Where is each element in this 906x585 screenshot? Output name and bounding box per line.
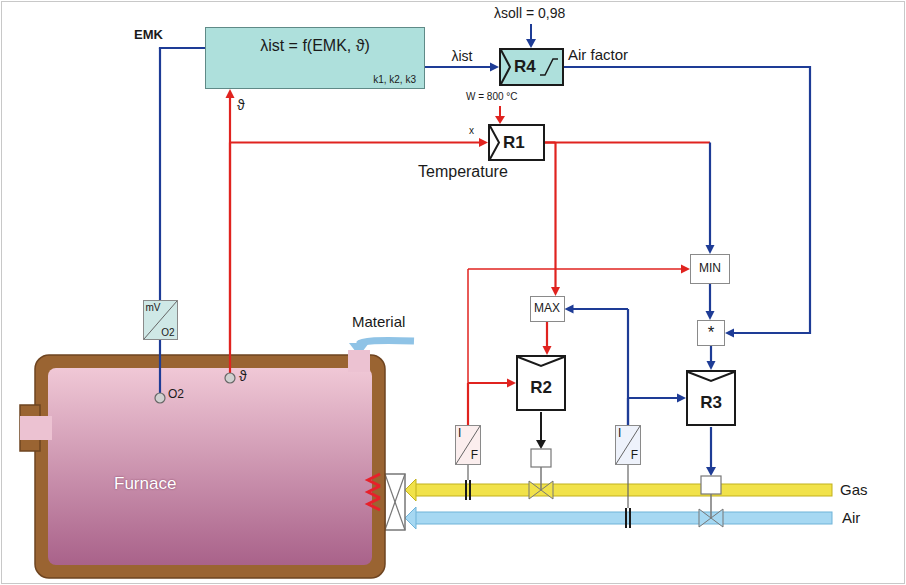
signal-line <box>565 305 629 426</box>
controller-box: R1 <box>488 124 545 161</box>
signal-line <box>160 340 161 350</box>
min-selector: MIN <box>690 254 730 284</box>
signal-name: Air factor <box>568 46 628 63</box>
formula-text: λist = f(EMK, ϑ) <box>260 37 370 55</box>
setpoint-label: W = 800 °C <box>466 91 518 103</box>
air-flow-orifice <box>626 465 630 528</box>
air-valve <box>699 427 723 527</box>
converter-symbol: O2 <box>161 327 174 339</box>
converter-symbol: mV <box>146 302 161 314</box>
signal-line <box>564 67 810 338</box>
controller-name: R1 <box>503 133 525 153</box>
gas-valve <box>529 412 553 499</box>
medium-label: Air <box>842 509 860 526</box>
burner <box>385 474 405 530</box>
signal-name: λist <box>452 48 473 64</box>
formula-text: k1, k2, k3 <box>373 74 416 86</box>
gas-flow-orifice <box>466 465 470 500</box>
sensor-label: ϑ <box>239 368 247 384</box>
loop-name: Temperature <box>418 163 508 181</box>
signal-name: ϑ <box>237 97 245 113</box>
converter-symbol: F <box>471 449 478 463</box>
max-selector: MAX <box>530 296 565 322</box>
function-name: MAX <box>534 302 560 316</box>
converter-symbol: I <box>618 427 621 441</box>
transmitter-box: mV O2 <box>143 300 178 340</box>
sensor-label: O2 <box>168 388 184 402</box>
medium-label: Gas <box>840 481 868 498</box>
furnace-name: Furnace <box>114 474 176 494</box>
furnace-outline <box>18 350 388 580</box>
gas-pipe <box>405 479 832 501</box>
controller-box: R2 <box>516 355 566 411</box>
operator-sign: * <box>708 323 715 343</box>
signal-line <box>226 89 235 350</box>
signal-line <box>468 379 516 426</box>
furnace: Furnace <box>18 350 388 580</box>
signal-name: EMK <box>134 28 163 43</box>
controller-name: R3 <box>700 393 722 413</box>
setpoint-label: λsoll = 0,98 <box>494 5 565 21</box>
controller-name: R2 <box>530 378 552 398</box>
material-label: Material <box>352 313 405 330</box>
setpoint-arrow <box>526 24 536 48</box>
signal-line <box>707 346 716 370</box>
signal-line <box>706 284 715 320</box>
signal-line <box>160 48 205 300</box>
converter-box: IF <box>455 425 481 465</box>
material-feed-arrow <box>349 340 414 356</box>
controller-box: R4 <box>499 48 564 86</box>
controller-name: R4 <box>514 57 536 77</box>
signal-line <box>628 394 686 426</box>
converter-symbol: F <box>631 449 638 463</box>
controller-box: R3 <box>686 370 736 426</box>
air-pipe <box>405 507 832 529</box>
signal-line <box>545 143 715 255</box>
setpoint-arrow <box>495 106 505 124</box>
multiplier-block: * <box>697 320 725 346</box>
signal-line <box>543 322 552 355</box>
converter-symbol: I <box>458 427 461 441</box>
signal-line <box>545 143 560 297</box>
signal-line <box>468 265 690 426</box>
function-block: λist = f(EMK, ϑ) k1, k2, k3 <box>205 27 425 89</box>
converter-box: IF <box>615 425 641 465</box>
function-name: MIN <box>699 262 721 276</box>
input-label: x <box>469 125 474 137</box>
